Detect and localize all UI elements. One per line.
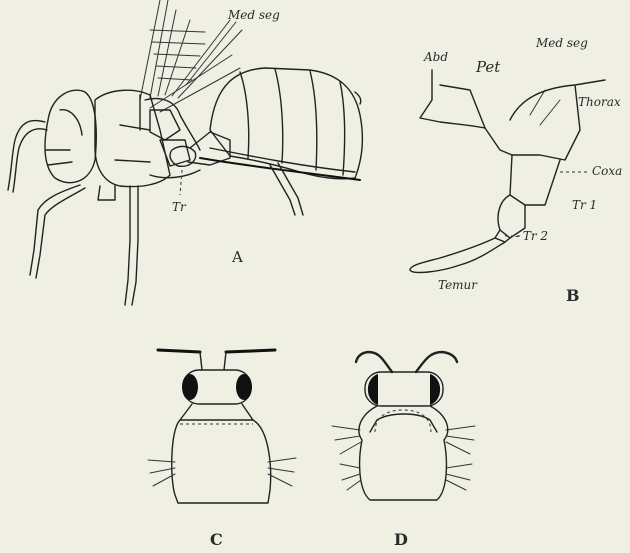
panel-a-letter: A	[232, 248, 243, 266]
panel-d-antenna-right	[416, 352, 457, 372]
panel-d-collar	[370, 414, 437, 432]
panel-d-letter: D	[394, 530, 408, 549]
panel-b-petiole	[440, 85, 512, 155]
panel-b-label-coxa: Coxa	[592, 164, 622, 178]
panel-b-drawing	[410, 70, 605, 272]
panel-a-legs	[30, 163, 303, 305]
panel-b-label-abd: Abd	[424, 50, 448, 64]
panel-c-antenna-base-left	[200, 352, 202, 370]
panel-b-label-tr1: Tr 1	[572, 198, 597, 212]
panel-b-abdomen-edge	[420, 70, 485, 128]
panel-d-antenna-left	[356, 352, 392, 372]
panel-c-setae-left	[148, 460, 175, 486]
panel-d-setae-upper-left	[332, 426, 361, 454]
panel-b-letter: B	[566, 286, 580, 305]
panel-a-label-med-seg: Med seg	[228, 8, 280, 22]
panel-c-drawing	[148, 350, 296, 503]
panel-c-antenna-right	[226, 350, 275, 352]
panel-c-eye-right	[236, 374, 252, 400]
panel-c-thorax	[172, 420, 271, 503]
panel-c-eye-left	[182, 374, 198, 400]
panel-a-drawing	[8, 0, 362, 305]
panel-b-coxa	[510, 155, 560, 205]
panel-b-femur	[410, 238, 505, 272]
panel-c-antenna-left	[158, 350, 200, 352]
panel-d-setae-lower-left	[340, 464, 361, 490]
panel-b-label-pet: Pet	[476, 58, 500, 76]
panel-d-setae-lower-right	[446, 464, 472, 490]
panel-c-setae-right	[268, 458, 296, 486]
panel-a-abdomen	[200, 68, 362, 180]
panel-b-label-med-seg: Med seg	[536, 36, 588, 50]
panel-c-pronotum	[180, 404, 253, 420]
panel-b-thorax	[510, 80, 605, 160]
panel-a-wing	[140, 0, 242, 112]
panel-a-tr-leader	[180, 170, 182, 195]
panel-a-label-tr: Tr	[172, 200, 186, 214]
panel-c-antenna-base-right	[224, 352, 226, 370]
panel-b-label-femur: Temur	[438, 278, 477, 292]
panel-d-thorax	[359, 406, 448, 500]
panel-b-label-thorax: Thorax	[578, 95, 621, 109]
panel-d-drawing	[332, 352, 475, 500]
panel-c-letter: C	[210, 530, 223, 549]
panel-d-setae-upper-right	[446, 426, 475, 454]
panel-a-thorax	[95, 90, 200, 186]
panel-a-head	[8, 90, 96, 192]
panel-b-label-tr2: - Tr 2	[515, 229, 548, 243]
panel-d-suture	[375, 410, 431, 432]
